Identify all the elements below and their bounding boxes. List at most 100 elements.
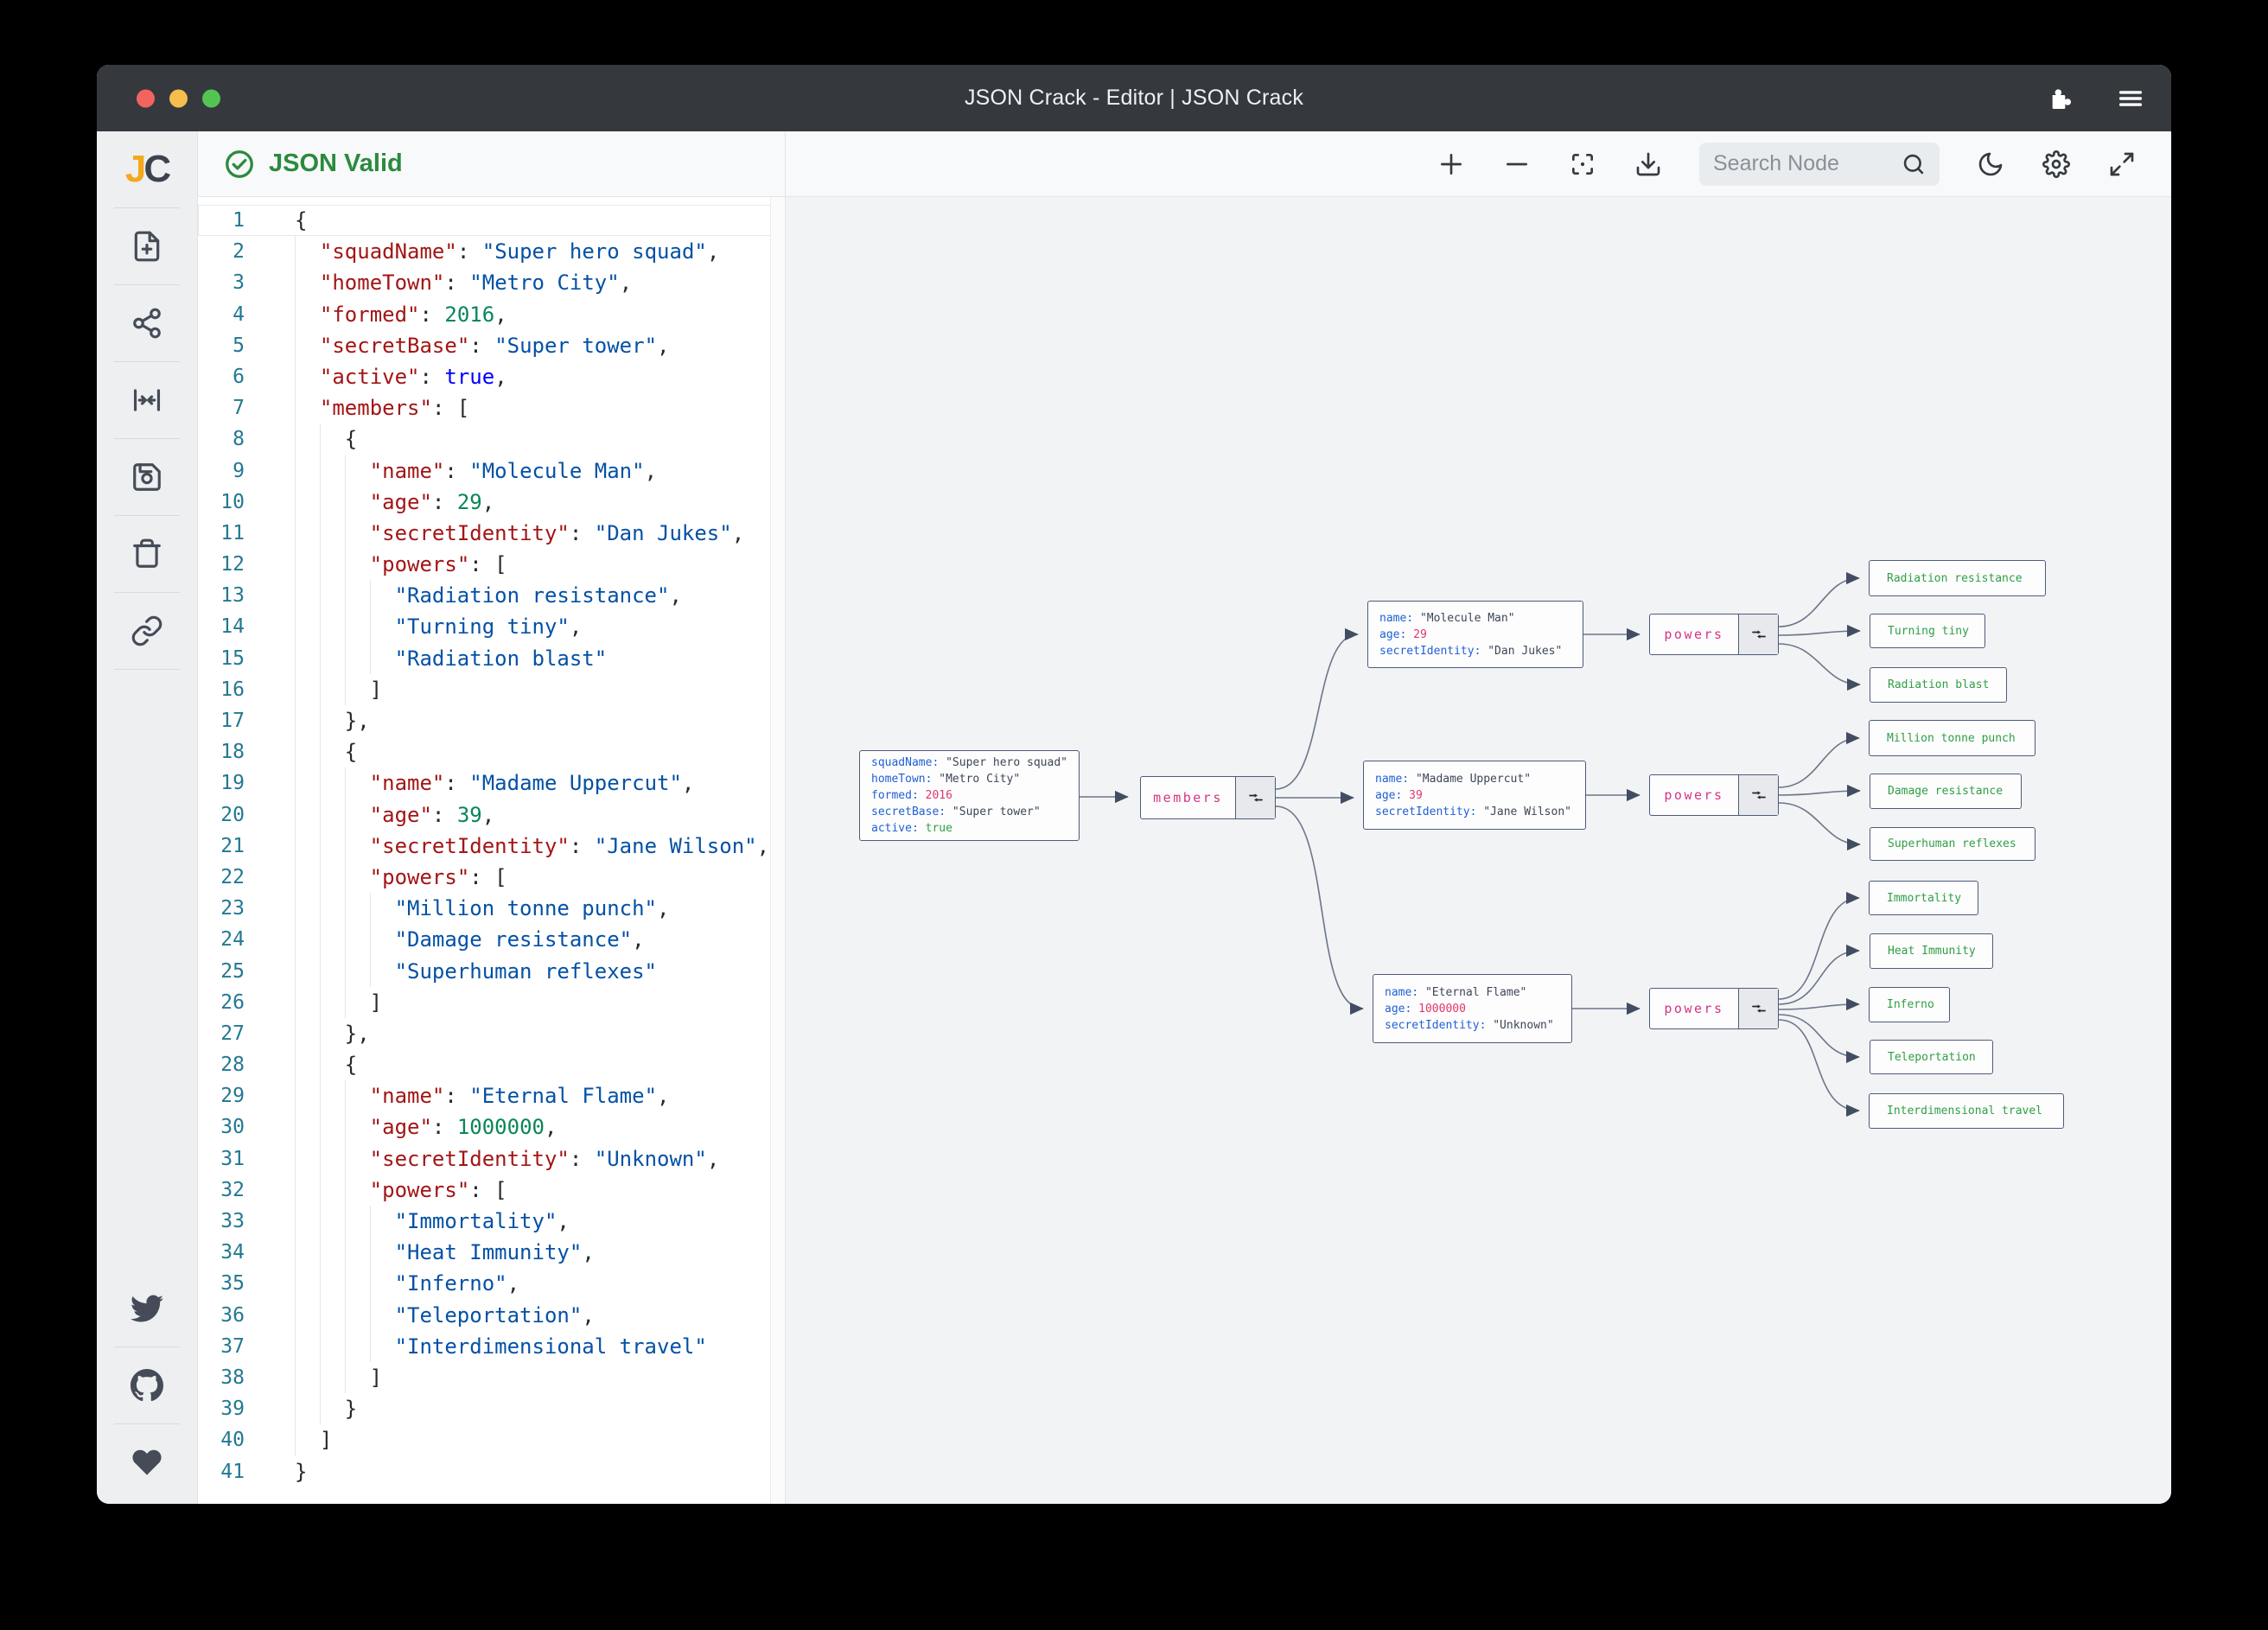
editor-scrollbar[interactable]	[770, 197, 785, 1504]
graph-node-l3b[interactable]: Heat Immunity	[1870, 933, 1993, 969]
code-line[interactable]: 39}	[198, 1393, 785, 1425]
fullscreen-button[interactable]	[2107, 150, 2137, 179]
delete-button[interactable]	[97, 516, 197, 592]
code-line[interactable]: 22"powers": [	[198, 861, 785, 894]
code-line[interactable]: 32"powers": [	[198, 1174, 785, 1206]
collapse-node-button[interactable]	[1235, 777, 1275, 818]
graph-node-l1c[interactable]: Radiation blast	[1870, 667, 2007, 703]
node-row: age: 1000000	[1385, 1002, 1466, 1016]
sponsor-link[interactable]	[97, 1424, 197, 1500]
close-button[interactable]	[137, 89, 155, 107]
code-line[interactable]: 17},	[198, 705, 785, 737]
graph-node-l3e[interactable]: Interdimensional travel	[1869, 1093, 2064, 1129]
code-line[interactable]: 7"members": [	[198, 392, 785, 424]
graph-node-p3[interactable]: powers	[1649, 988, 1779, 1029]
app-logo[interactable]: JC	[124, 148, 171, 190]
save-button[interactable]	[97, 439, 197, 515]
code-line[interactable]: 15"Radiation blast"	[198, 642, 785, 674]
search-node-input[interactable]	[1713, 151, 1893, 176]
code-line[interactable]: 2"squadName": "Super hero squad",	[198, 236, 785, 268]
code-line[interactable]: 41}	[198, 1456, 785, 1487]
graph-node-members[interactable]: members	[1140, 776, 1276, 819]
twitter-link[interactable]	[97, 1270, 197, 1347]
graph-node-l1a[interactable]: Radiation resistance	[1869, 560, 2046, 596]
collapse-node-button[interactable]	[1738, 989, 1778, 1028]
focus-button[interactable]	[1568, 150, 1597, 179]
code-line[interactable]: 20"age": 39,	[198, 799, 785, 831]
code-line[interactable]: 37"Interdimensional travel"	[198, 1330, 785, 1362]
graph-node-l3c[interactable]: Inferno	[1869, 987, 1950, 1022]
line-number: 41	[220, 1460, 245, 1483]
code-line[interactable]: 9"name": "Molecule Man",	[198, 455, 785, 487]
code-line[interactable]: 3"homeTown": "Metro City",	[198, 267, 785, 299]
code-line[interactable]: 14"Turning tiny",	[198, 611, 785, 643]
code-line[interactable]: 5"secretBase": "Super tower",	[198, 329, 785, 361]
graph-node-p1[interactable]: powers	[1649, 614, 1779, 655]
code-line[interactable]: 4"formed": 2016,	[198, 298, 785, 330]
code-line[interactable]: 36"Teleportation",	[198, 1299, 785, 1331]
code-line[interactable]: 38]	[198, 1361, 785, 1394]
menu-hamburger-icon[interactable]	[2116, 84, 2145, 113]
code-line[interactable]: 27},	[198, 1017, 785, 1050]
graph-node-l3a[interactable]: Immortality	[1869, 881, 1978, 915]
code-line[interactable]: 40]	[198, 1424, 785, 1456]
collapse-node-button[interactable]	[1738, 775, 1778, 815]
line-content: },	[258, 705, 370, 737]
code-line[interactable]: 10"age": 29,	[198, 486, 785, 518]
line-content: "name": "Eternal Flame",	[258, 1080, 669, 1112]
line-content: "age": 39,	[258, 799, 494, 831]
code-line[interactable]: 12"powers": [	[198, 549, 785, 581]
code-line[interactable]: 16]	[198, 673, 785, 705]
graph-node-l2c[interactable]: Superhuman reflexes	[1870, 827, 2035, 861]
code-line[interactable]: 29"name": "Eternal Flame",	[198, 1080, 785, 1112]
minimize-button[interactable]	[169, 89, 188, 107]
code-line[interactable]: 1{	[198, 205, 785, 236]
zoom-button[interactable]	[202, 89, 220, 107]
graph-node-l2a[interactable]: Million tonne punch	[1869, 720, 2035, 756]
fit-width-button[interactable]	[97, 362, 197, 438]
graph-node-l3d[interactable]: Teleportation	[1870, 1040, 1993, 1074]
graph-node-l2b[interactable]: Damage resistance	[1870, 774, 2022, 809]
settings-button[interactable]	[2042, 150, 2071, 179]
graph-node-p2[interactable]: powers	[1649, 774, 1779, 816]
code-line[interactable]: 34"Heat Immunity",	[198, 1237, 785, 1269]
extensions-puzzle-icon[interactable]	[2047, 85, 2074, 112]
graph-canvas[interactable]: squadName: "Super hero squad"homeTown: "…	[786, 197, 2171, 1504]
collapse-node-button[interactable]	[1738, 614, 1778, 654]
code-line[interactable]: 23"Million tonne punch",	[198, 893, 785, 925]
zoom-out-button[interactable]	[1502, 150, 1532, 179]
code-line[interactable]: 30"age": 1000000,	[198, 1111, 785, 1143]
code-line[interactable]: 8{	[198, 423, 785, 455]
code-line[interactable]: 28{	[198, 1049, 785, 1081]
code-line[interactable]: 33"Immortality",	[198, 1206, 785, 1238]
code-line[interactable]: 11"secretIdentity": "Dan Jukes",	[198, 517, 785, 550]
github-link[interactable]	[97, 1347, 197, 1423]
line-content: "Superhuman reflexes"	[258, 955, 657, 987]
code-line[interactable]: 24"Damage resistance",	[198, 924, 785, 956]
graph-view-button[interactable]	[97, 285, 197, 361]
code-line[interactable]: 18{	[198, 736, 785, 768]
code-line[interactable]: 21"secretIdentity": "Jane Wilson",	[198, 830, 785, 862]
code-line[interactable]: 31"secretIdentity": "Unknown",	[198, 1143, 785, 1175]
graph-node-root[interactable]: squadName: "Super hero squad"homeTown: "…	[859, 750, 1080, 841]
zoom-in-button[interactable]	[1437, 150, 1466, 179]
fit-width-icon	[133, 389, 161, 411]
validation-bar: JSON Valid	[198, 131, 785, 197]
share-link-button[interactable]	[97, 593, 197, 669]
download-button[interactable]	[1634, 150, 1663, 179]
dark-mode-toggle[interactable]	[1976, 150, 2005, 179]
graph-node-l1b[interactable]: Turning tiny	[1870, 614, 1985, 648]
code-line[interactable]: 6"active": true,	[198, 360, 785, 393]
code-line[interactable]: 13"Radiation resistance",	[198, 580, 785, 612]
new-file-button[interactable]	[97, 208, 197, 284]
line-content: "secretBase": "Super tower",	[258, 329, 669, 361]
line-number: 40	[220, 1429, 245, 1452]
code-line[interactable]: 25"Superhuman reflexes"	[198, 955, 785, 987]
json-editor[interactable]: 1{2"squadName": "Super hero squad",3"hom…	[198, 197, 785, 1504]
code-line[interactable]: 19"name": "Madame Uppercut",	[198, 767, 785, 799]
code-line[interactable]: 35"Inferno",	[198, 1268, 785, 1300]
code-line[interactable]: 26]	[198, 986, 785, 1018]
